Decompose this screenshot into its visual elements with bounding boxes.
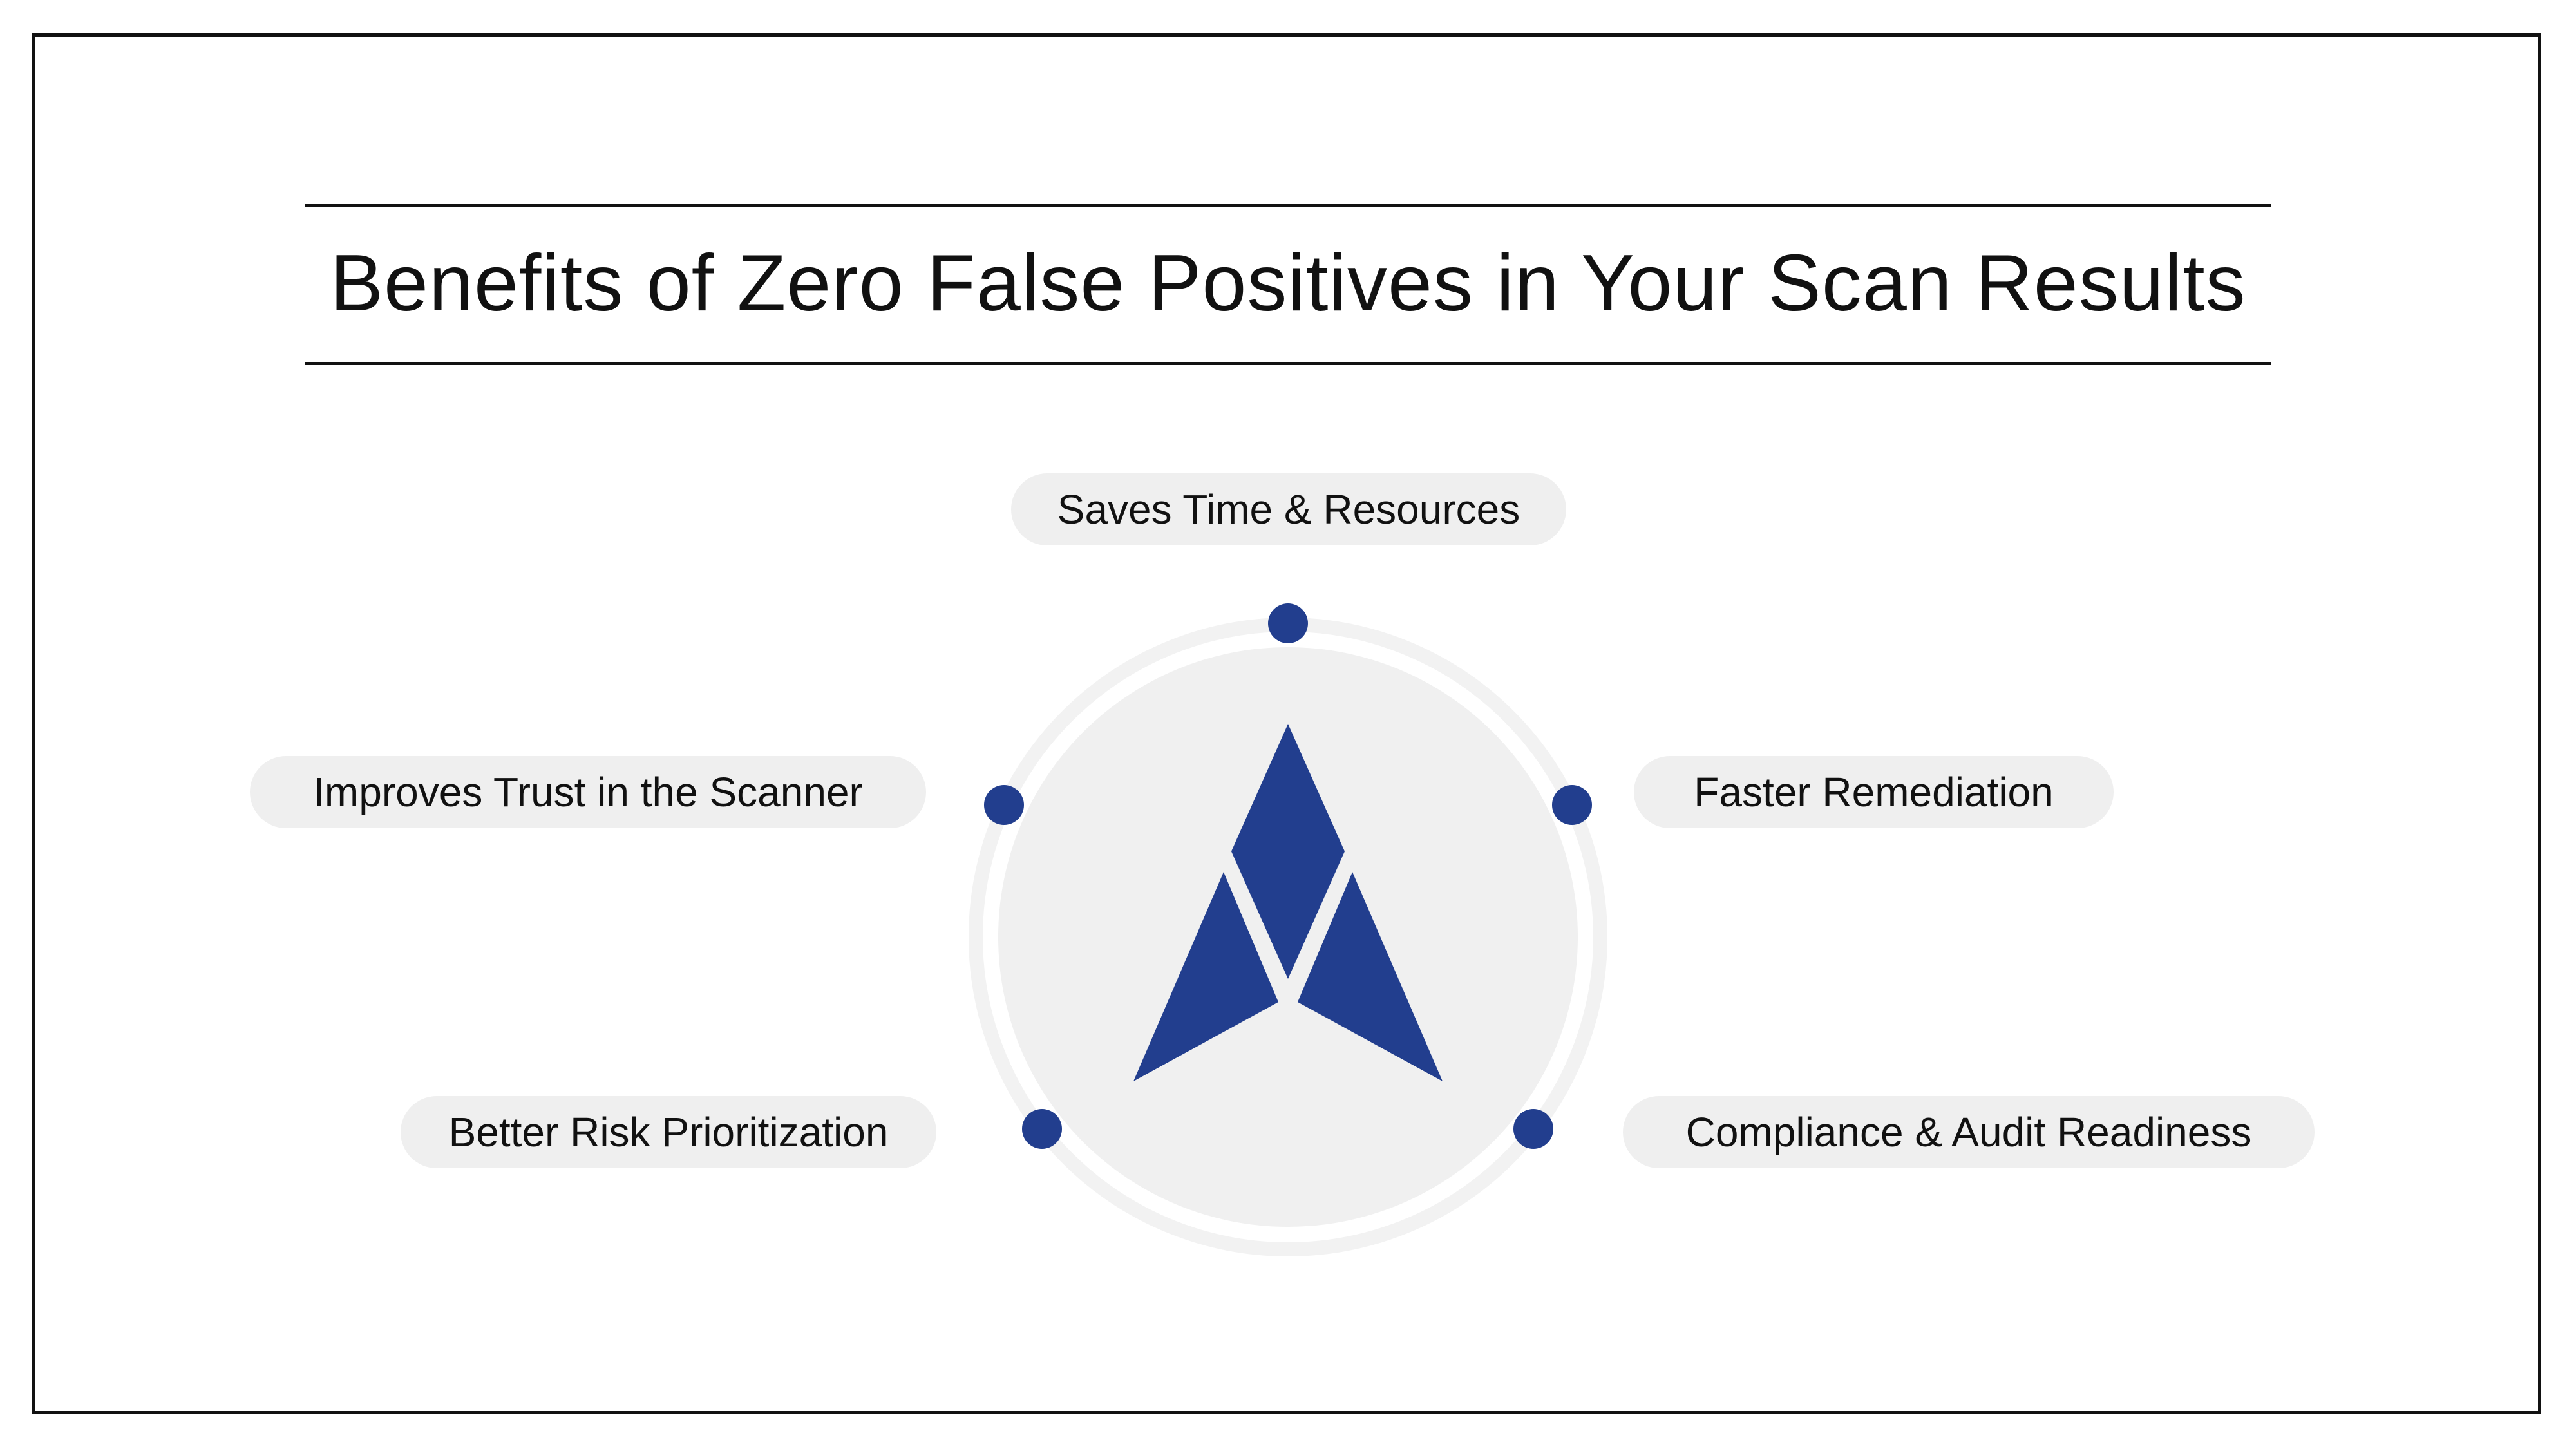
slide-frame bbox=[32, 33, 2541, 1414]
title-rule-bottom bbox=[305, 362, 2271, 365]
logo-top-diamond bbox=[1231, 724, 1345, 979]
benefit-pill-compliance: Compliance & Audit Readiness bbox=[1623, 1096, 2315, 1168]
dot-icon-right bbox=[1552, 785, 1592, 825]
benefit-pill-risk-prioritization: Better Risk Prioritization bbox=[401, 1096, 936, 1168]
title-rule-top bbox=[305, 204, 2271, 207]
logo-right-wing bbox=[1298, 872, 1443, 1081]
page-title: Benefits of Zero False Positives in Your… bbox=[330, 239, 2246, 328]
benefit-pill-saves-time: Saves Time & Resources bbox=[1011, 473, 1566, 545]
dot-icon-bottom-left bbox=[1022, 1109, 1062, 1149]
dot-icon-top bbox=[1268, 603, 1308, 643]
benefit-pill-faster-remediation: Faster Remediation bbox=[1634, 756, 2114, 828]
dot-icon-bottom-right bbox=[1513, 1109, 1553, 1149]
logo-left-wing bbox=[1133, 872, 1278, 1081]
stylized-triangle-logo-icon bbox=[1133, 724, 1443, 1081]
dot-icon-left bbox=[984, 785, 1024, 825]
benefit-pill-improves-trust: Improves Trust in the Scanner bbox=[250, 756, 926, 828]
